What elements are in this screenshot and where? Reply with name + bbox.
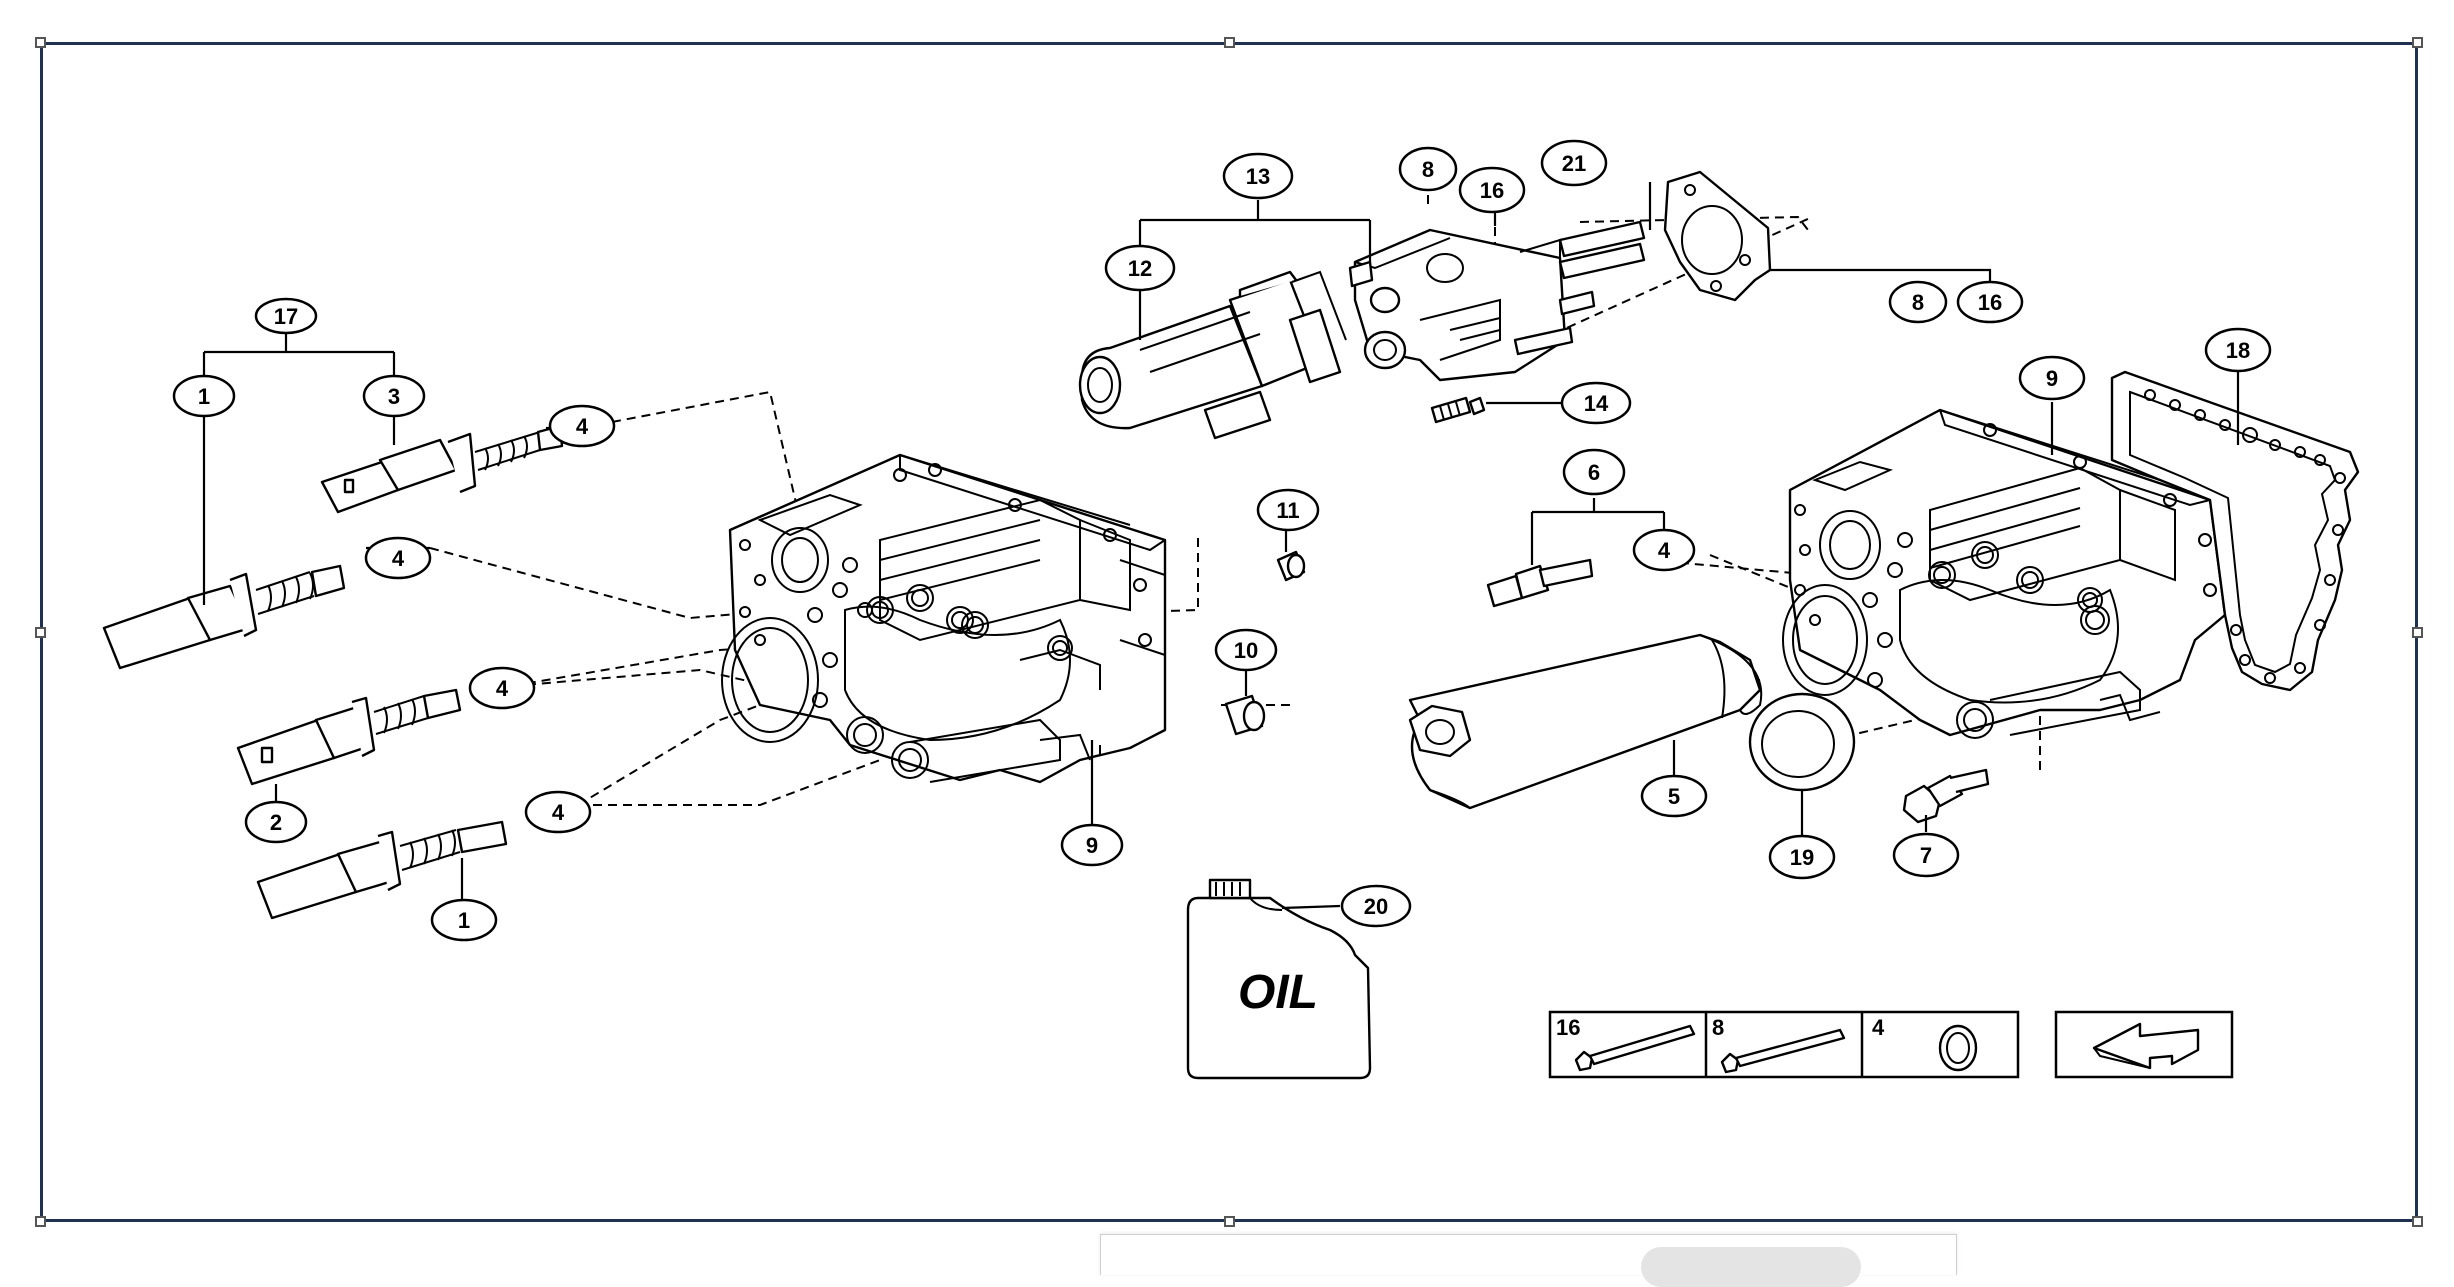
callout-4-third[interactable]: 4 (468, 666, 536, 710)
svg-text:5: 5 (1668, 784, 1680, 809)
oil-label: OIL (1238, 966, 1318, 1019)
back-arrow-icon (2092, 1022, 2200, 1070)
svg-text:6: 6 (1588, 460, 1600, 485)
callout-14[interactable]: 14 (1560, 381, 1632, 425)
callout-9-left[interactable]: 9 (1060, 823, 1124, 867)
legend-cell-4: 4 (1872, 1015, 1978, 1072)
callout-21[interactable]: 21 (1540, 139, 1608, 187)
plug-10 (1224, 694, 1266, 736)
callout-16-top[interactable]: 16 (1458, 166, 1526, 214)
bottom-popup-panel (1100, 1234, 1957, 1287)
bolt-icon (1720, 1028, 1846, 1074)
callout-17[interactable]: 17 (254, 297, 318, 335)
svg-text:1: 1 (458, 908, 470, 933)
screw-14 (1430, 396, 1486, 424)
svg-text:4: 4 (552, 800, 565, 825)
legend-cell-16: 16 (1556, 1015, 1696, 1072)
long-bolt-icon (1574, 1024, 1696, 1072)
hardware-legend: 16 8 4 (1548, 1010, 2020, 1079)
callout-9-right[interactable]: 9 (2018, 355, 2086, 401)
callout-4-top[interactable]: 4 (548, 404, 616, 448)
svg-text:10: 10 (1234, 638, 1258, 663)
resize-handle-top-center[interactable] (1224, 37, 1235, 48)
gasket-18 (2110, 370, 2360, 692)
oil-filter-5 (1408, 633, 1763, 810)
plug-11 (1276, 550, 1306, 582)
svg-text:17: 17 (274, 304, 298, 329)
resize-handle-middle-right[interactable] (2412, 627, 2423, 638)
resize-handle-bottom-left[interactable] (35, 1216, 46, 1227)
callout-5[interactable]: 5 (1640, 774, 1708, 818)
o-ring-icon (1938, 1024, 1978, 1072)
svg-text:1: 1 (198, 384, 210, 409)
callout-4-second[interactable]: 4 (364, 536, 432, 580)
svg-text:16: 16 (1978, 290, 2002, 315)
callout-19[interactable]: 19 (1768, 834, 1836, 880)
solenoid-valve-2 (236, 688, 462, 786)
solenoid-valve-3 (320, 424, 564, 514)
oil-bottle-20: OIL (1186, 878, 1372, 1080)
svg-text:14: 14 (1584, 391, 1609, 416)
svg-text:11: 11 (1276, 498, 1299, 523)
svg-text:2: 2 (270, 810, 282, 835)
svg-text:4: 4 (1872, 1015, 1885, 1040)
seal-ring-19 (1748, 692, 1856, 792)
svg-text:16: 16 (1480, 178, 1504, 203)
resize-handle-bottom-center[interactable] (1224, 1216, 1235, 1227)
svg-text:19: 19 (1790, 845, 1814, 870)
callout-11[interactable]: 11 (1256, 488, 1320, 532)
callout-6[interactable]: 6 (1562, 448, 1626, 496)
svg-text:8: 8 (1712, 1015, 1724, 1040)
callout-3[interactable]: 3 (362, 374, 426, 418)
svg-text:13: 13 (1246, 164, 1270, 189)
solenoid-valve-1-upper (102, 564, 346, 670)
resize-handle-top-left[interactable] (35, 37, 46, 48)
svg-text:20: 20 (1364, 894, 1388, 919)
svg-text:9: 9 (1086, 833, 1098, 858)
callout-7[interactable]: 7 (1892, 832, 1960, 878)
valve-block (1348, 220, 1646, 382)
svg-text:4: 4 (576, 414, 589, 439)
popup-button[interactable] (1641, 1247, 1861, 1287)
svg-text:18: 18 (2226, 338, 2250, 363)
sensor-7 (1902, 768, 1990, 824)
callout-12[interactable]: 12 (1104, 244, 1176, 292)
svg-text:16: 16 (1556, 1015, 1580, 1040)
callout-13[interactable]: 13 (1222, 152, 1294, 200)
svg-text:9: 9 (2046, 366, 2058, 391)
resize-handle-middle-left[interactable] (35, 627, 46, 638)
valve-housing-left (721, 453, 1167, 784)
svg-text:12: 12 (1128, 256, 1152, 281)
callout-8-top[interactable]: 8 (1398, 146, 1458, 192)
callout-20[interactable]: 20 (1340, 884, 1412, 928)
callout-18[interactable]: 18 (2204, 327, 2272, 373)
actuator-motor-12 (1078, 270, 1347, 440)
solenoid-valve-1-lower (256, 820, 508, 920)
callout-16-gasket[interactable]: 16 (1956, 280, 2024, 324)
sensor-6 (1486, 558, 1594, 608)
svg-text:8: 8 (1912, 290, 1924, 315)
resize-handle-bottom-right[interactable] (2412, 1216, 2423, 1227)
back-arrow-button[interactable] (2054, 1010, 2234, 1079)
callout-8-gasket[interactable]: 8 (1888, 280, 1948, 324)
svg-text:4: 4 (496, 676, 509, 701)
legend-cell-8: 8 (1712, 1015, 1846, 1074)
gasket-cover-plate (1663, 170, 1772, 302)
svg-text:21: 21 (1562, 151, 1586, 176)
callout-4-right[interactable]: 4 (1632, 528, 1696, 572)
callout-2[interactable]: 2 (244, 800, 308, 844)
svg-text:8: 8 (1422, 157, 1434, 182)
svg-text:3: 3 (388, 384, 400, 409)
callout-4-bottom[interactable]: 4 (524, 790, 592, 834)
callout-1-lower[interactable]: 1 (430, 898, 498, 942)
svg-text:7: 7 (1920, 843, 1932, 868)
callout-1-upper[interactable]: 1 (172, 374, 236, 418)
valve-housing-right (1782, 408, 2227, 739)
callout-10[interactable]: 10 (1214, 628, 1278, 672)
svg-text:4: 4 (392, 546, 405, 571)
svg-text:4: 4 (1658, 538, 1671, 563)
resize-handle-top-right[interactable] (2412, 37, 2423, 48)
